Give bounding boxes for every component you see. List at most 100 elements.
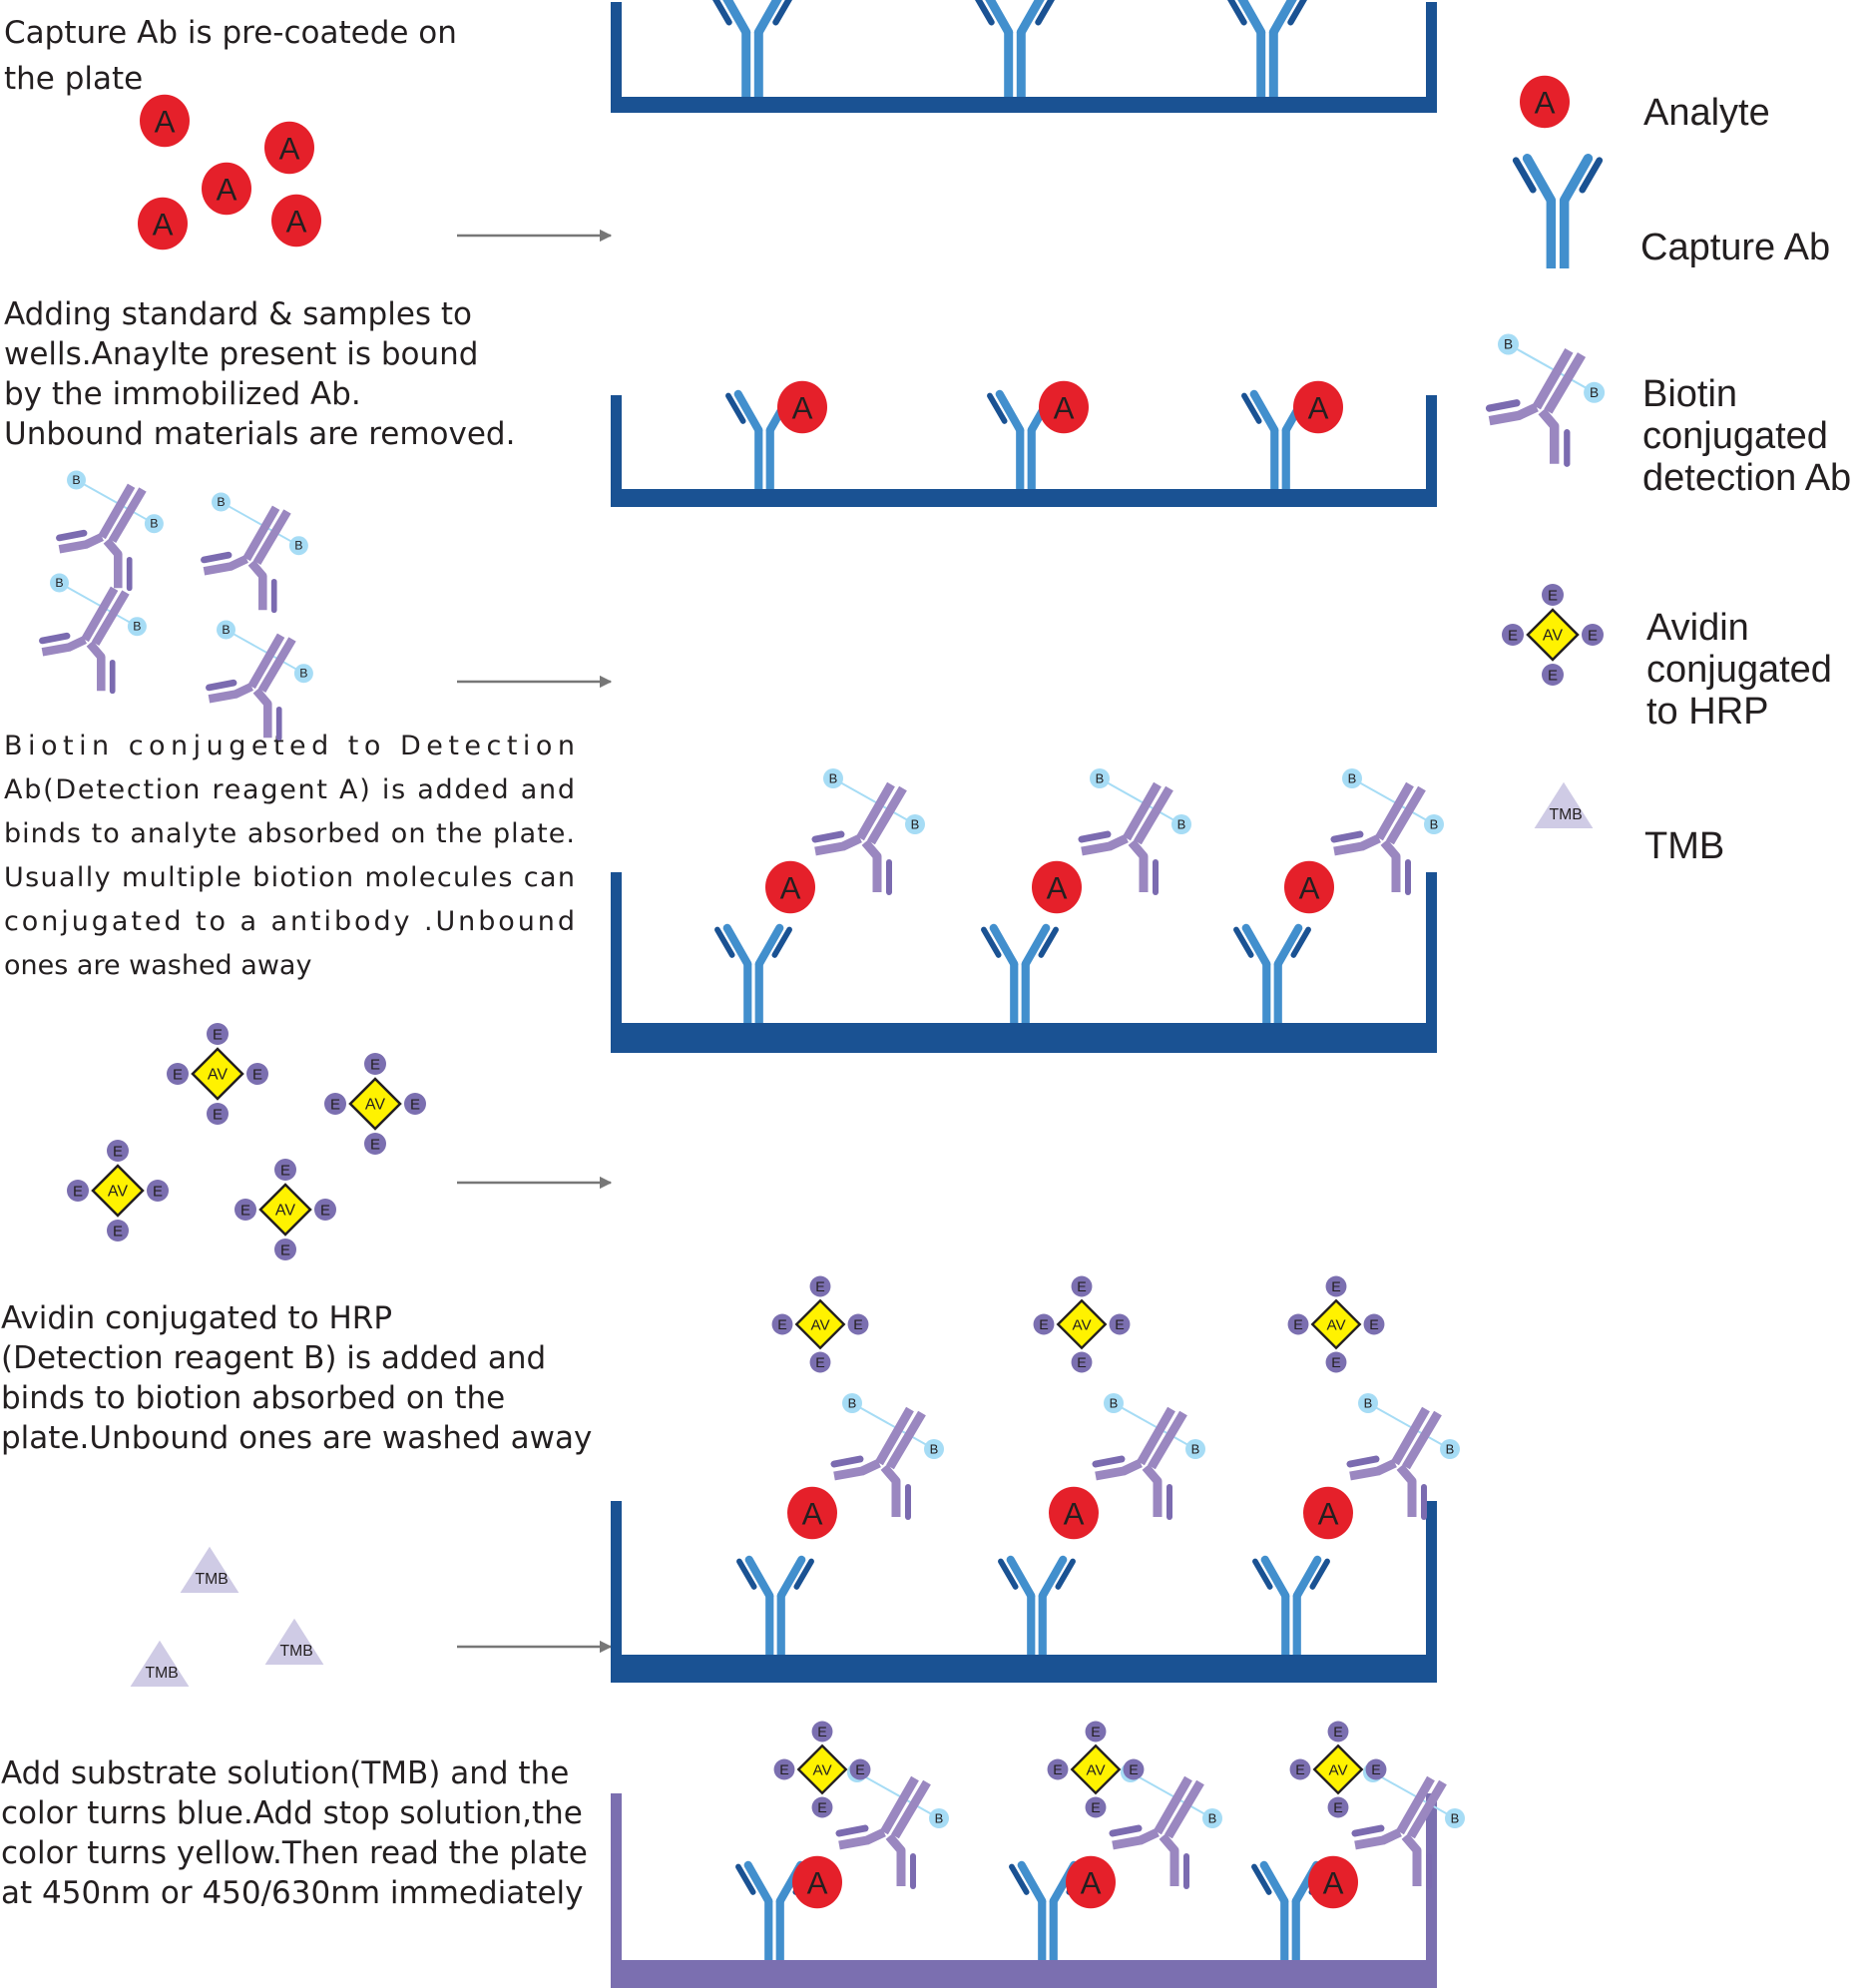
analyte-label: A	[217, 173, 237, 208]
analyte-label: A	[1299, 871, 1320, 906]
capture-ab-light-chain	[1055, 1558, 1076, 1590]
analyte-icon: A	[202, 162, 251, 216]
legend-label-avidin-hrp: conjugated	[1646, 649, 1832, 691]
step-3-line: ones are washed away	[4, 950, 311, 981]
legend-label-tmb: TMB	[1644, 825, 1724, 867]
analyte-circle	[792, 1855, 842, 1909]
step-2-description: Adding standard & samples to wells.Anayl…	[4, 296, 515, 452]
enzyme-circle	[1325, 1275, 1347, 1297]
capture-ab-heavy-chain	[1262, 963, 1271, 1023]
detection-antibody-icon: BB	[1351, 1762, 1465, 1889]
enzyme-label: E	[1039, 1317, 1049, 1333]
legend-labels: Analyte Capture Ab Biotin conjugated det…	[1640, 92, 1851, 867]
detection-ab-fc	[252, 688, 272, 739]
capture-ab-arm	[733, 389, 763, 435]
enzyme-circle	[1542, 584, 1564, 606]
analyte-icon: A	[138, 197, 188, 250]
biotin-label: B	[1590, 385, 1599, 400]
step-5-line: at 450nm or 450/630nm immediately	[1, 1875, 583, 1911]
avidin-label: AV	[108, 1184, 128, 1201]
enzyme-circle	[1327, 1721, 1349, 1742]
step-4-line: plate.Unbound ones are washed away	[1, 1420, 592, 1456]
enzyme-label: E	[1371, 1762, 1381, 1778]
capture-ab-arm	[1273, 923, 1303, 969]
capture-ab-heavy-chain	[1004, 32, 1014, 97]
avidin-label: AV	[1086, 1761, 1106, 1778]
analyte-icon: A	[777, 380, 827, 434]
detection-ab-fc	[1401, 1833, 1422, 1886]
capture-ab-light-chain	[998, 1558, 1019, 1590]
enzyme-label: E	[280, 1242, 290, 1259]
enzyme-circle	[771, 1313, 793, 1335]
biotin-label: B	[1504, 337, 1513, 352]
biotin-circle	[1445, 1808, 1465, 1828]
avidin-label: AV	[365, 1097, 385, 1114]
biotin-link	[1507, 343, 1596, 394]
analyte-label: A	[1318, 1497, 1339, 1532]
plate-well-step-2	[611, 395, 1437, 507]
capture-ab-light-chain	[736, 1558, 757, 1590]
capture-ab-light-chain	[1287, 0, 1307, 26]
capture-ab-light-chain	[1290, 926, 1311, 958]
enzyme-label: E	[252, 1067, 262, 1084]
capture-ab-light-chain	[1241, 392, 1262, 424]
enzyme-circle	[773, 1758, 795, 1780]
analyte-label: A	[1308, 391, 1329, 426]
enzyme-circle	[246, 1063, 268, 1085]
detection-ab-light-chain	[1092, 1455, 1126, 1468]
enzyme-label: E	[1588, 628, 1598, 645]
enzyme-label: E	[1508, 628, 1518, 645]
detection-ab-heavy-chain	[1165, 1779, 1204, 1839]
biotin-label: B	[1451, 1811, 1460, 1826]
enzyme-circle	[404, 1093, 426, 1115]
avidin-diamond	[796, 1743, 848, 1795]
capture-ab-arm	[754, 923, 784, 969]
biotin-label: B	[55, 576, 63, 590]
capture-ab-arm	[722, 923, 752, 969]
biotin-circle	[144, 514, 164, 534]
capture-ab-heavy-chain	[1049, 1900, 1058, 1960]
detection-ab-heavy-chain	[252, 509, 291, 565]
detection-antibody-icon: BB	[811, 768, 925, 895]
detection-antibody-icon: BB	[835, 1762, 949, 1889]
enzyme-circle	[1542, 664, 1564, 686]
detection-ab-arm	[833, 1458, 881, 1481]
plate-well-step-3	[611, 872, 1437, 1053]
biotin-circle	[929, 1808, 949, 1828]
capture-ab-arm	[753, 0, 782, 37]
capture-ab-arm	[989, 923, 1019, 969]
biotin-circle	[823, 768, 843, 788]
detection-antibody-icon: BB	[56, 470, 164, 592]
analyte-label: A	[807, 1866, 828, 1901]
analyte-icon: A	[1293, 380, 1343, 434]
enzyme-circle	[67, 1180, 89, 1202]
enzyme-label: E	[815, 1355, 825, 1371]
detection-ab-fc	[247, 560, 267, 611]
enzyme-label: E	[1129, 1762, 1139, 1778]
analyte-icon: A	[1066, 1855, 1116, 1909]
capture-ab-light-chain	[712, 0, 732, 26]
capture-ab-arm	[985, 0, 1014, 37]
capture-ab-light-chain	[771, 926, 792, 958]
capture-antibody-icon	[981, 923, 1059, 1023]
avidin-diamond	[794, 1298, 846, 1350]
step-3-line: Usually multiple biotion molecules can	[4, 862, 575, 893]
biotin-label: B	[848, 1396, 857, 1411]
avidin-diamond	[1312, 1743, 1364, 1795]
enzyme-circle	[1085, 1721, 1107, 1742]
capture-ab-light-chain	[987, 392, 1008, 424]
detection-ab-heavy-chain	[1532, 347, 1574, 410]
enzyme-circle	[1327, 1796, 1349, 1818]
analyte-circle	[202, 162, 251, 216]
enzyme-circle	[364, 1053, 386, 1075]
enzyme-circle	[1502, 624, 1524, 646]
capture-ab-arm	[1017, 1860, 1047, 1906]
enzyme-circle	[1033, 1313, 1055, 1335]
analyte-circle	[1303, 1486, 1353, 1540]
detection-ab-light-chain	[201, 551, 233, 564]
biotin-circle	[1090, 768, 1110, 788]
